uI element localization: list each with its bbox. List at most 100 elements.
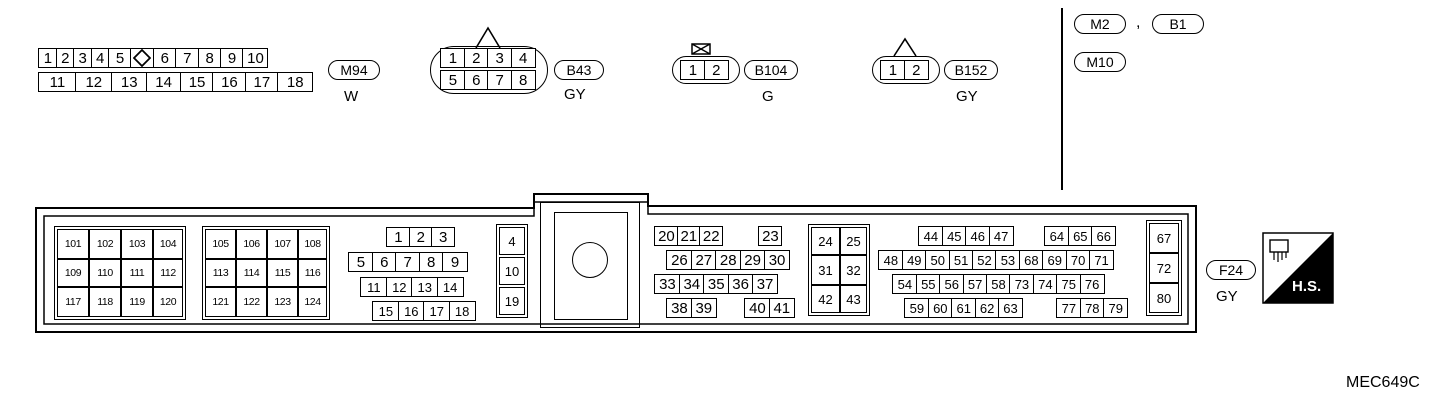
- connector-id-badge: M94: [328, 60, 380, 80]
- pin: 64: [1044, 226, 1070, 246]
- pin: 22: [699, 226, 724, 246]
- pin: 23: [758, 226, 783, 246]
- pin: 18: [448, 301, 476, 321]
- pin: 109: [57, 259, 89, 287]
- pin: 69: [1042, 250, 1068, 270]
- pin: 75: [1056, 274, 1082, 294]
- pin: 37: [752, 274, 779, 294]
- f24-block-f: 24 25 31 32 42 43: [808, 224, 870, 316]
- pin: 67: [1149, 223, 1179, 253]
- connector-id-badge: M10: [1074, 52, 1126, 72]
- f24-block-b: 105 106 107 108 113 114 115 116 121 122 …: [202, 226, 330, 320]
- pin: 60: [927, 298, 953, 318]
- pin: 111: [121, 259, 153, 287]
- pin: 18: [277, 72, 314, 92]
- pin: 57: [962, 274, 988, 294]
- pin: 39: [690, 298, 717, 318]
- color-code: W: [344, 88, 359, 105]
- pin: 52: [972, 250, 998, 270]
- pin: 103: [121, 229, 153, 259]
- pin: 76: [1079, 274, 1105, 294]
- pin: 29: [739, 250, 766, 270]
- pin: 10: [499, 257, 525, 285]
- pin: 19: [499, 287, 525, 315]
- triangle-key-icon: [475, 26, 501, 49]
- pin: 1: [38, 48, 58, 68]
- pin: 50: [925, 250, 951, 270]
- pin: 121: [205, 287, 236, 317]
- pin: 27: [690, 250, 717, 270]
- diamond-key: [130, 48, 155, 68]
- pin: 65: [1067, 226, 1093, 246]
- pin: 106: [236, 229, 267, 259]
- connector-id-badge: M2: [1074, 14, 1126, 34]
- pin: 6: [463, 70, 489, 90]
- pin: 105: [205, 229, 236, 259]
- pin: 24: [811, 227, 840, 255]
- pin: 8: [510, 70, 536, 90]
- pin: 32: [840, 255, 867, 285]
- f24-block-h: 67 72 80: [1146, 220, 1182, 316]
- pin: 13: [111, 72, 148, 92]
- diamond-icon: [133, 49, 152, 67]
- pin: 17: [244, 72, 279, 92]
- color-code: GY: [1216, 288, 1238, 305]
- pin: 8: [418, 252, 444, 272]
- pin: 104: [153, 229, 183, 259]
- m94-row1: 1 2 3 4 5 6 7 8 9 10: [38, 48, 269, 68]
- figure-code: MEC649C: [1346, 374, 1420, 391]
- connector-id-badge: F24: [1206, 260, 1256, 280]
- pin: 55: [915, 274, 941, 294]
- pin: 12: [385, 277, 413, 297]
- b152-pins: 1 2: [880, 60, 929, 80]
- pin: 33: [654, 274, 681, 294]
- pin: 38: [666, 298, 693, 318]
- pin: 107: [267, 229, 298, 259]
- pin: 2: [408, 227, 433, 247]
- pin: 16: [397, 301, 425, 321]
- pin: 3: [73, 48, 93, 68]
- pin: 53: [995, 250, 1021, 270]
- pin: 45: [941, 226, 967, 246]
- pin: 2: [703, 60, 729, 80]
- pin: 7: [487, 70, 513, 90]
- pin: 56: [939, 274, 965, 294]
- pin: 7: [175, 48, 200, 68]
- pin: 116: [298, 259, 327, 287]
- pin: 70: [1065, 250, 1091, 270]
- connector-id-badge: B152: [944, 60, 998, 80]
- pin: 58: [986, 274, 1012, 294]
- pin: 117: [57, 287, 89, 317]
- pin: 46: [965, 226, 991, 246]
- pin: 31: [811, 255, 840, 285]
- pin: 4: [499, 227, 525, 255]
- color-code: GY: [956, 88, 978, 105]
- pin: 4: [90, 48, 110, 68]
- lock-circle-icon: [572, 242, 608, 278]
- pin: 15: [180, 72, 215, 92]
- pin: 122: [236, 287, 267, 317]
- pin: 124: [298, 287, 327, 317]
- m94-row2: 11 12 13 14 15 16 17 18: [38, 72, 314, 92]
- pin: 7: [395, 252, 421, 272]
- pin: 43: [840, 285, 867, 313]
- divider-line: [1061, 8, 1063, 190]
- pin: 79: [1103, 298, 1129, 318]
- pin: 113: [205, 259, 236, 287]
- pin: 1: [440, 48, 466, 68]
- pin: 2: [903, 60, 929, 80]
- pin: 9: [442, 252, 469, 272]
- pin: 68: [1018, 250, 1044, 270]
- pin: 3: [487, 48, 513, 68]
- pin: 28: [715, 250, 742, 270]
- pin: 34: [678, 274, 705, 294]
- pin: 48: [878, 250, 904, 270]
- pin: 101: [57, 229, 89, 259]
- pin: 42: [811, 285, 840, 313]
- color-code: GY: [564, 86, 586, 103]
- separator-comma: ,: [1136, 14, 1141, 31]
- pin: 25: [840, 227, 867, 255]
- pin: 115: [267, 259, 298, 287]
- color-code: G: [762, 88, 774, 105]
